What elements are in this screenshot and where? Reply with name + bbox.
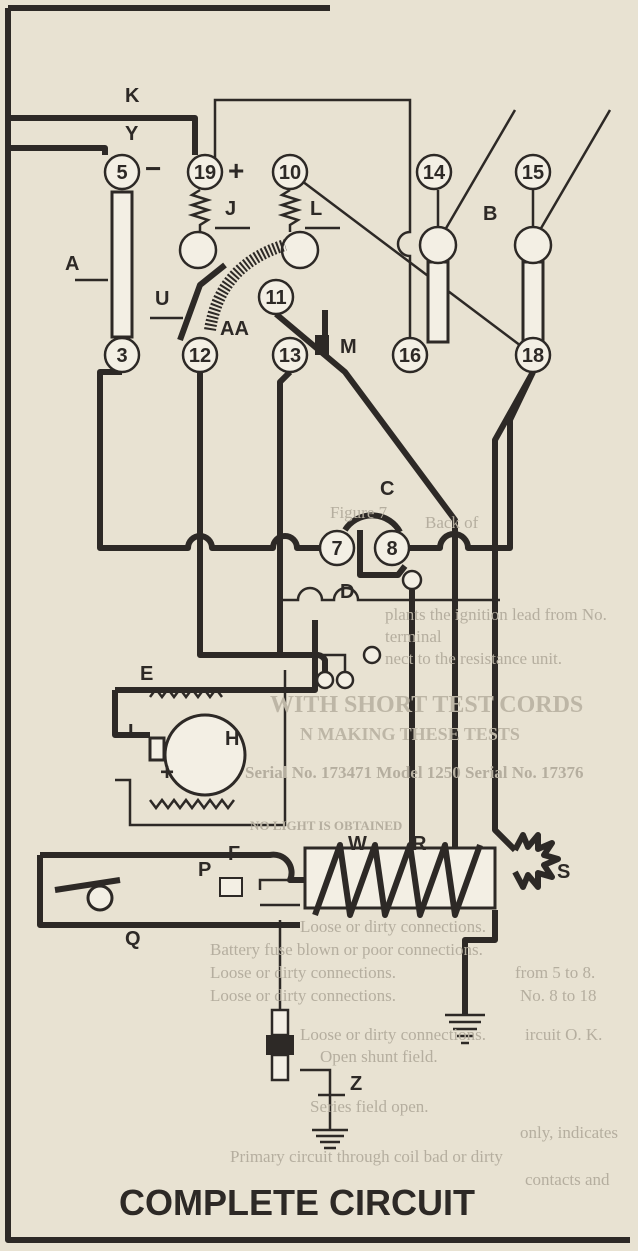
spark-plug	[266, 1008, 294, 1082]
ghost-l4: only, indicates	[520, 1123, 618, 1142]
ghost-l2: No. 8 to 18	[520, 986, 597, 1005]
generator-armature-h	[163, 713, 247, 797]
terminal-10: 10	[279, 162, 301, 184]
ghost-heading1: WITH SHORT TEST CORDS	[270, 692, 583, 718]
contact-head-l	[280, 230, 320, 270]
ghost-r7: Series field open.	[310, 1097, 429, 1116]
label-f: F	[228, 843, 240, 865]
label-c: C	[380, 478, 394, 500]
label-a: A	[65, 253, 79, 275]
wires	[8, 98, 536, 1130]
ghost-serial: Serial No. 173471 Model 1250 Serial No. …	[245, 763, 584, 782]
label-aa: AA	[220, 318, 249, 340]
ground-symbol	[445, 1013, 485, 1045]
terminal-3: 3	[116, 345, 127, 367]
label-d: D	[340, 581, 354, 603]
frame	[5, 8, 630, 1243]
diagram-caption: COMPLETE CIRCUIT	[119, 1182, 475, 1223]
terminal-8: 8	[386, 538, 397, 560]
resistor-leads	[436, 109, 612, 231]
ghost-line1: plants the ignition lead from No.	[385, 605, 607, 624]
ghost-line2: terminal	[385, 627, 442, 646]
ghost-r1: Loose or dirty connections.	[300, 917, 486, 936]
contact-head-j	[178, 230, 218, 270]
ghost-l5: contacts and	[525, 1170, 610, 1189]
resistor-head-15	[513, 225, 553, 265]
spark-gap-s	[512, 832, 561, 890]
breaker-arm-q	[54, 877, 121, 893]
label-s: S	[557, 861, 570, 883]
label-y: Y	[125, 123, 139, 145]
armature-aa	[204, 239, 287, 332]
terminal-15: 15	[522, 162, 544, 184]
terminal-5: 5	[116, 162, 127, 184]
resistor-head-14	[418, 225, 458, 265]
resistor-tube-15	[521, 260, 545, 344]
label-minus: −	[145, 153, 161, 184]
ghost-r6: Open shunt field.	[320, 1047, 438, 1066]
ghost-r5: Loose or dirty connections.	[300, 1025, 486, 1044]
label-e: E	[140, 663, 153, 685]
terminals: 5 19 10 14 15 3 12 13 16 18 11 7 8	[103, 153, 552, 690]
coil-winding-w	[312, 842, 483, 918]
terminal-12: 12	[189, 345, 211, 367]
plug-ground-symbol	[312, 1128, 348, 1150]
label-u: U	[155, 288, 169, 310]
ghost-col1: NO LIGHT IS OBTAINED	[250, 818, 402, 833]
spring-j	[187, 188, 213, 232]
breaker-cam-q	[86, 884, 114, 912]
ghost-heading2: N MAKING THESE TESTS	[300, 724, 520, 744]
contact-m	[315, 335, 329, 355]
terminal-16: 16	[399, 345, 421, 367]
bleed-through-text: Figure 7 Back of plants the ignition lea…	[210, 503, 618, 1189]
ghost-l3: ircuit O. K.	[525, 1025, 602, 1044]
label-h: H	[225, 728, 239, 750]
terminal-11: 11	[265, 287, 286, 309]
label-z: Z	[350, 1073, 362, 1095]
terminal-13: 13	[279, 345, 301, 367]
label-p: P	[198, 859, 211, 881]
label-i: I	[128, 721, 134, 743]
series-field-f	[149, 797, 235, 811]
label-r: R	[412, 833, 427, 855]
ghost-r8: Primary circuit through coil bad or dirt…	[230, 1147, 503, 1166]
terminal-18: 18	[522, 345, 544, 367]
spring-l	[277, 188, 303, 232]
ghost-r2: Battery fuse blown or poor connections.	[210, 940, 483, 959]
ghost-l1: from 5 to 8.	[515, 963, 595, 982]
label-l: L	[310, 198, 322, 220]
label-b: B	[483, 203, 497, 225]
label-q: Q	[125, 928, 141, 950]
label-w: W	[348, 833, 367, 855]
brush-i	[148, 736, 166, 762]
ghost-line3: nect to the resistance unit.	[385, 649, 562, 668]
labels: K Y − + A J L B U AA M C D E H I + F P Q…	[65, 85, 570, 1097]
terminal-7: 7	[331, 538, 342, 560]
ghost-r4: Loose or dirty connections.	[210, 986, 396, 1005]
fuse-a	[110, 190, 134, 339]
condenser-p	[219, 877, 243, 897]
label-j: J	[225, 198, 236, 220]
shunt-field-e	[149, 686, 223, 700]
ghost-back: Back of	[425, 513, 479, 532]
terminal-14: 14	[423, 162, 446, 184]
ghost-figure: Figure 7	[330, 503, 388, 522]
label-m: M	[340, 336, 357, 358]
label-plus: +	[228, 155, 244, 186]
ghost-r3: Loose or dirty connections.	[210, 963, 396, 982]
terminal-19: 19	[194, 162, 216, 184]
resistor-tube-14	[426, 260, 450, 344]
label-k: K	[125, 85, 140, 107]
label-gen-plus: +	[160, 759, 174, 786]
